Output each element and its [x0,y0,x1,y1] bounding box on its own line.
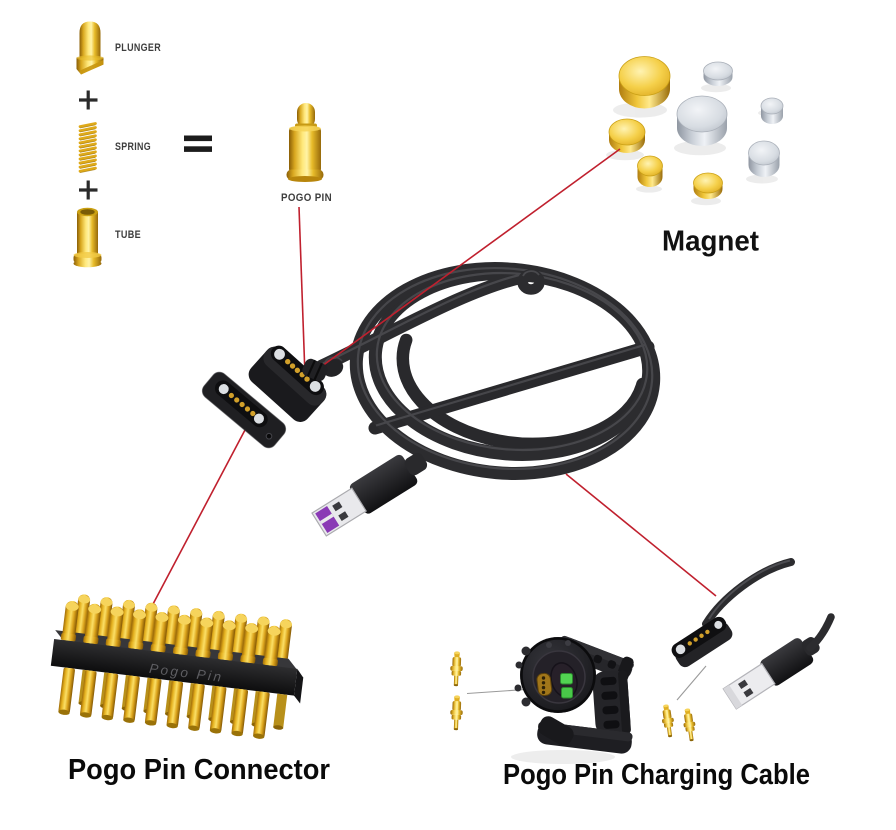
svg-text:TUBE: TUBE [115,229,141,241]
svg-text:PLUNGER: PLUNGER [115,42,161,54]
svg-text:SPRING: SPRING [115,141,151,153]
svg-text:Pogo Pin Charging Cable: Pogo Pin Charging Cable [503,759,810,791]
svg-text:POGO PIN: POGO PIN [281,192,332,204]
svg-text:Pogo Pin Connector: Pogo Pin Connector [68,754,330,786]
svg-text:Magnet: Magnet [662,226,759,258]
